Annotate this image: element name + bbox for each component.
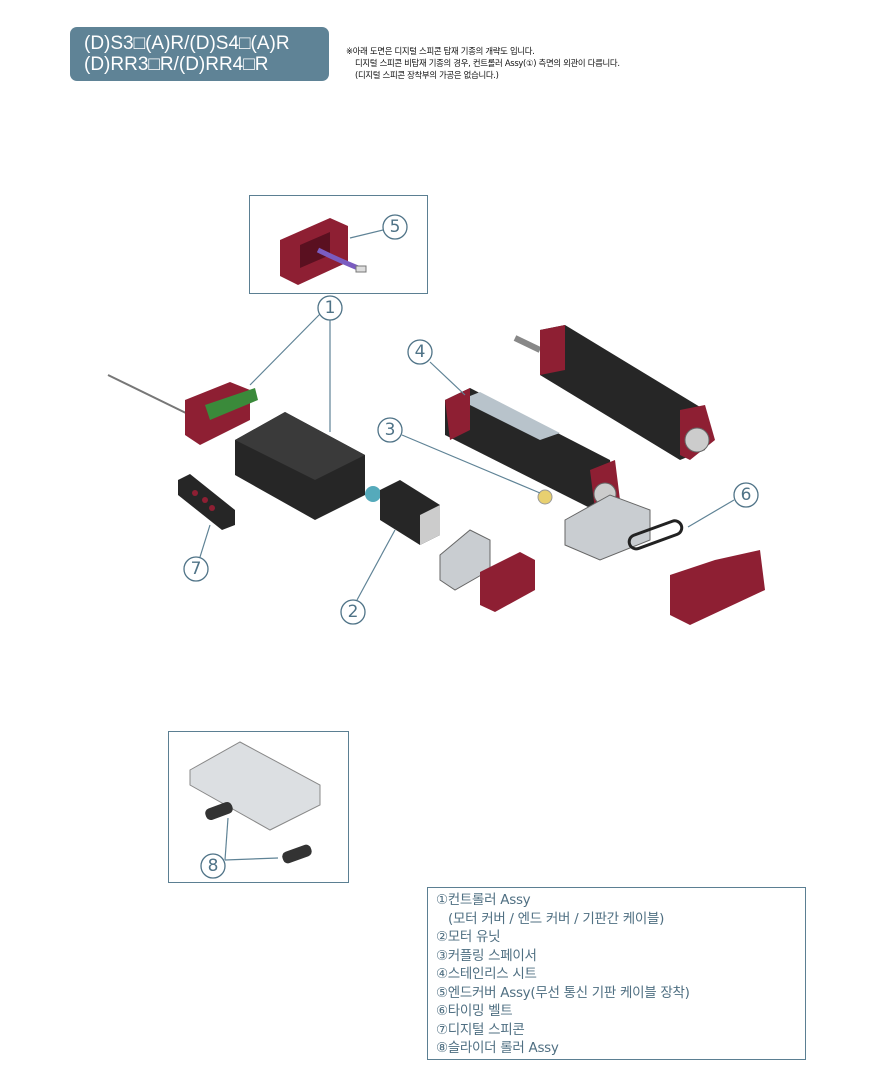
callout-4: 4 [407, 339, 433, 365]
legend-item: ②모터 유닛 [436, 929, 501, 945]
callout-8: 8 [200, 853, 226, 879]
legend-item: ①컨트롤러 Assy [436, 892, 531, 908]
note-text: ※아래 도면은 디지털 스피콘 탑재 기종의 개략도 입니다. 디지털 스피콘 … [346, 45, 620, 81]
svg-text:3: 3 [385, 420, 396, 440]
svg-text:5: 5 [390, 217, 401, 237]
digital-spicon-drawing [178, 474, 235, 530]
slider-roller-drawing [189, 741, 321, 864]
legend-item-sub: (모터 커버 / 엔드 커버 / 기판간 케이블) [448, 910, 665, 927]
callout-3: 3 [377, 417, 403, 443]
svg-text:7: 7 [191, 559, 202, 579]
end-cover-assy-drawing [280, 218, 367, 285]
svg-text:1: 1 [325, 298, 336, 318]
legend-item: ③커플링 스페이서 [436, 947, 537, 964]
coupling-spacer-drawing [537, 489, 553, 505]
controller-assy-drawing [107, 374, 365, 520]
legend-item: ⑥타이밍 벨트 [436, 1003, 513, 1019]
note-line: ※아래 도면은 디지털 스피콘 탑재 기종의 개략도 입니다. [346, 46, 535, 56]
legend-item: ⑦디지털 스피콘 [436, 1021, 525, 1038]
actuator-body-drawing [513, 325, 715, 460]
model-title-badge: (D)S3□(A)R/(D)S4□(A)R (D)RR3□R/(D)RR4□R [70, 27, 329, 81]
motor-unit-drawing [365, 480, 440, 545]
svg-text:8: 8 [208, 856, 219, 876]
legend-item: ⑧슬라이더 롤러 Assy [436, 1040, 559, 1056]
model-title-line1: (D)S3□(A)R/(D)S4□(A)R [84, 33, 290, 54]
legend-item: ⑤엔드커버 Assy(무선 통신 기판 케이블 장착) [436, 984, 690, 1001]
timing-belt-drawing [627, 519, 684, 551]
svg-text:2: 2 [348, 602, 359, 622]
legend-item: ④스테인리스 시트 [436, 966, 537, 982]
parts-legend: ①컨트롤러 Assy (모터 커버 / 엔드 커버 / 기판간 케이블) ②모터… [427, 887, 806, 1060]
svg-text:4: 4 [415, 342, 426, 362]
callout-5: 5 [382, 214, 408, 240]
model-title-line2: (D)RR3□R/(D)RR4□R [84, 54, 269, 75]
red-cover-drawing [480, 552, 535, 612]
callout-6: 6 [733, 482, 759, 508]
leader-lines [199, 229, 735, 861]
svg-text:6: 6 [741, 485, 752, 505]
note-line: (디지털 스피콘 장착부의 가공은 없습니다.) [355, 70, 499, 80]
callout-7: 7 [183, 556, 209, 582]
note-line: 디지털 스피콘 비탑재 기종의 경우, 컨트롤러 Assy(①) 측면의 외관이… [355, 58, 620, 68]
motor-cover-drawing [670, 550, 765, 625]
callout-1: 1 [317, 295, 343, 321]
callout-2: 2 [340, 599, 366, 625]
